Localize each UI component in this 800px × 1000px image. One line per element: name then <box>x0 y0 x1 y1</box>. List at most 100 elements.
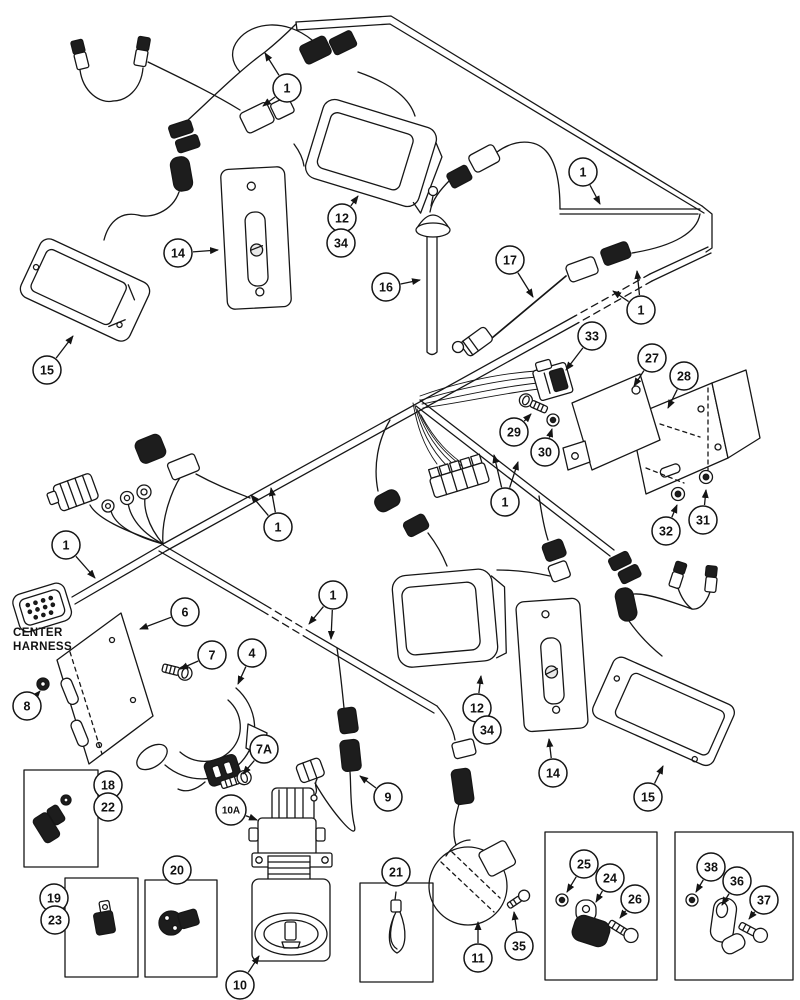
svg-text:8: 8 <box>24 700 31 714</box>
svg-text:12: 12 <box>335 212 349 226</box>
parts-box-19-23 <box>64 877 139 978</box>
svg-text:10A: 10A <box>222 806 240 817</box>
nut-30 <box>546 413 560 427</box>
callout-24: 24 <box>595 863 625 903</box>
callout-19: 19 <box>39 883 69 913</box>
terminal-jumper <box>70 35 151 103</box>
callout-12: 12 <box>327 195 359 233</box>
svg-text:21: 21 <box>389 866 403 880</box>
svg-text:1: 1 <box>580 166 587 180</box>
svg-text:1: 1 <box>638 304 645 318</box>
callout-27: 27 <box>633 343 667 387</box>
callout-9: 9 <box>359 775 403 812</box>
svg-text:23: 23 <box>48 914 62 928</box>
svg-text:18: 18 <box>101 779 115 793</box>
wire-to-center-lamp <box>374 419 448 567</box>
svg-text:1: 1 <box>502 496 509 510</box>
switch-plate-14-right <box>515 597 589 733</box>
lamp-12-center <box>391 568 507 668</box>
svg-text:31: 31 <box>696 514 710 528</box>
parts-box-24-25-26 <box>544 831 658 981</box>
svg-text:34: 34 <box>480 724 494 738</box>
svg-text:32: 32 <box>659 525 673 539</box>
callout-16: 16 <box>371 272 421 302</box>
mounting-bracket-28 <box>629 369 761 495</box>
connector-33 <box>532 358 574 402</box>
svg-text:7A: 7A <box>256 743 272 757</box>
harness-branch-right <box>415 399 615 557</box>
lamp-12-left <box>304 98 443 214</box>
callout-1: 1 <box>51 530 96 579</box>
callout-33: 33 <box>565 321 607 371</box>
callout-14: 14 <box>163 238 219 268</box>
svg-text:6: 6 <box>182 606 189 620</box>
switch-plate-14-left <box>220 166 292 310</box>
callout-26: 26 <box>619 884 650 919</box>
svg-text:1: 1 <box>275 521 282 535</box>
callout-29: 29 <box>499 413 532 447</box>
callout-1: 1 <box>568 157 601 205</box>
callout-34: 34 <box>472 715 502 745</box>
sensor-wire-17 <box>451 213 701 357</box>
svg-text:27: 27 <box>645 352 659 366</box>
flasher-module-27 <box>562 373 701 484</box>
svg-text:14: 14 <box>171 247 185 261</box>
svg-text:26: 26 <box>628 893 642 907</box>
svg-text:34: 34 <box>334 237 348 251</box>
bolt-7 <box>161 663 193 681</box>
callout-35: 35 <box>504 911 534 961</box>
svg-text:14: 14 <box>546 767 560 781</box>
svg-text:9: 9 <box>385 791 392 805</box>
svg-text:11: 11 <box>471 952 484 966</box>
callout-30: 30 <box>530 428 560 467</box>
svg-text:1: 1 <box>330 589 337 603</box>
callout-1: 1 <box>250 487 293 542</box>
fuel-sender-16 <box>415 141 561 356</box>
callout-28: 28 <box>667 361 699 409</box>
callout-7A: 7A <box>242 734 279 775</box>
nut-31 <box>698 469 714 485</box>
center-harness-label-line2: HARNESS <box>13 641 72 653</box>
svg-text:15: 15 <box>40 364 54 378</box>
connector-5way <box>427 453 490 498</box>
parts-box-20 <box>144 879 218 978</box>
svg-text:12: 12 <box>470 702 484 716</box>
connector-stack-left <box>103 23 297 241</box>
svg-text:37: 37 <box>757 894 771 908</box>
svg-text:7: 7 <box>209 649 216 663</box>
callout-18: 18 <box>93 770 123 800</box>
center-harness-label-line1: CENTER <box>13 627 63 639</box>
callout-20: 20 <box>162 855 192 885</box>
callout-1: 1 <box>612 270 656 325</box>
bracket-plate-6 <box>56 612 154 765</box>
svg-text:38: 38 <box>704 861 718 875</box>
nut-8 <box>36 677 50 691</box>
callout-6: 6 <box>139 597 200 630</box>
connector-chain-9 <box>336 647 362 773</box>
svg-text:30: 30 <box>538 446 552 460</box>
svg-text:17: 17 <box>503 254 517 268</box>
center-harness-connector <box>12 582 73 633</box>
callout-36: 36 <box>721 866 752 906</box>
lamp-15-left <box>19 238 151 342</box>
bolt-29 <box>518 393 549 414</box>
callout-10: 10 <box>225 955 260 1000</box>
callout-14: 14 <box>538 738 568 788</box>
callout-21: 21 <box>381 857 411 887</box>
right-lamp-chain <box>608 550 718 657</box>
wire-top-connectors <box>147 24 416 167</box>
svg-text:22: 22 <box>101 801 115 815</box>
callout-7: 7 <box>179 640 227 670</box>
svg-text:28: 28 <box>677 370 691 384</box>
callout-37: 37 <box>748 885 779 920</box>
callout-4: 4 <box>237 638 267 685</box>
callout-10A: 10A <box>215 794 258 826</box>
callout-38: 38 <box>695 852 726 893</box>
cover-11 <box>428 705 517 926</box>
svg-text:35: 35 <box>512 940 526 954</box>
callout-15: 15 <box>633 765 664 812</box>
svg-text:20: 20 <box>170 864 184 878</box>
harness-branch-lower <box>158 544 438 714</box>
